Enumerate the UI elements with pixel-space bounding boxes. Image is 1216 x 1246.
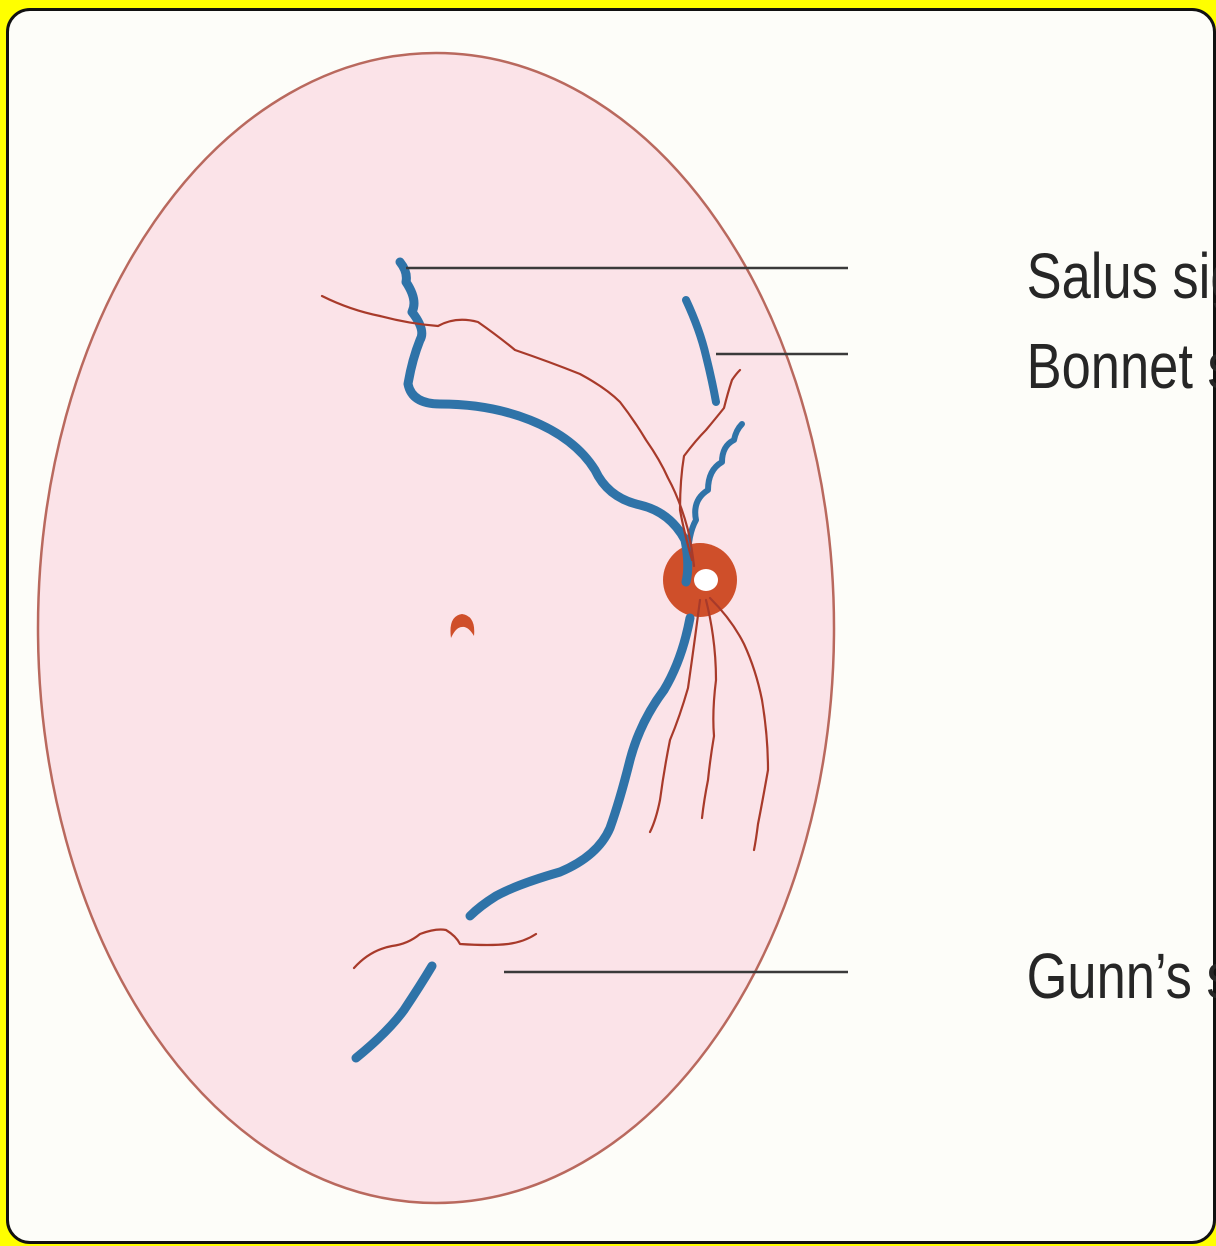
optic-cup: [694, 569, 718, 591]
fundus-circle: [38, 53, 834, 1203]
bonnet-sign-label: Bonnet sign: [1027, 331, 1216, 402]
salus-sign-label: Salus sign: [1027, 241, 1216, 312]
gunns-sign-label: Gunn’s sign: [1027, 941, 1216, 1012]
